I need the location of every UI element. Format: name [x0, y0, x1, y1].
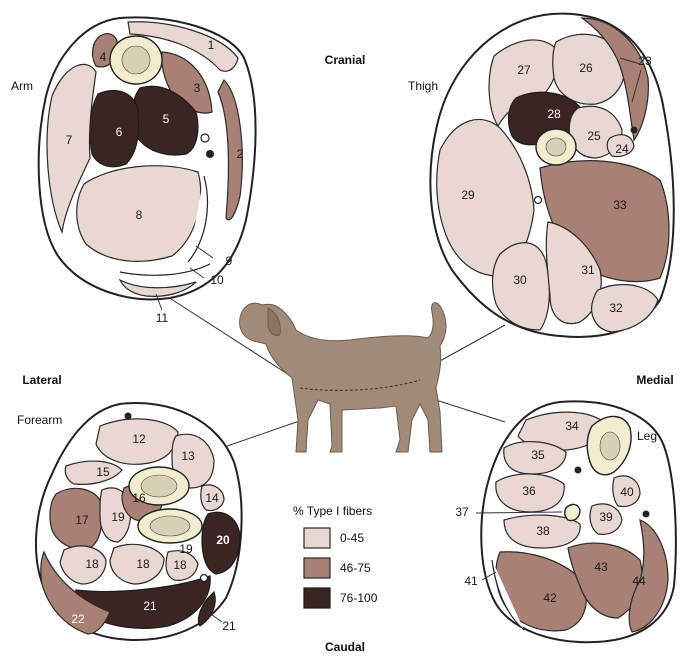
leg-label-44: 44	[632, 574, 646, 588]
arm-vessel	[201, 134, 209, 142]
forearm-label-16: 16	[132, 491, 146, 505]
leg-label-35: 35	[531, 448, 545, 462]
section-label-leg: Leg	[637, 429, 657, 443]
arm-label-4: 4	[100, 50, 107, 64]
forearm-label-12: 12	[132, 432, 146, 446]
section-label-thigh: Thigh	[408, 79, 438, 93]
forearm-label-22: 22	[71, 612, 85, 626]
leg-label-38: 38	[536, 524, 550, 538]
arm-label-7: 7	[66, 133, 73, 147]
legend-label-mid: 46-75	[340, 561, 371, 575]
arm-cross-section: 1 2 3 4 5 6 7 8 9 10 11	[39, 17, 256, 325]
thigh-label-24: 24	[615, 142, 629, 156]
arm-label-10: 10	[210, 273, 224, 287]
forearm-nerve	[201, 575, 208, 582]
thigh-label-29: 29	[461, 188, 475, 202]
leg-label-43: 43	[594, 560, 608, 574]
forearm-label-14: 14	[205, 491, 219, 505]
arm-label-6: 6	[116, 125, 123, 139]
thigh-label-26: 26	[579, 61, 593, 75]
thigh-femur-marrow	[546, 138, 566, 156]
thigh-label-28: 28	[547, 107, 561, 121]
forearm-label-21a: 21	[143, 599, 157, 613]
forearm-label-17: 17	[75, 513, 89, 527]
thigh-label-27: 27	[517, 63, 531, 77]
leg-tibia-marrow	[600, 432, 620, 460]
thigh-label-25: 25	[587, 129, 601, 143]
section-label-arm: Arm	[11, 79, 33, 93]
leg-label-34: 34	[565, 419, 579, 433]
arm-label-8: 8	[136, 208, 143, 222]
leg-nerve	[643, 511, 650, 518]
arm-label-2: 2	[237, 147, 244, 161]
forearm-label-15: 15	[96, 465, 110, 479]
forearm-label-19a: 19	[111, 510, 125, 524]
arm-label-11: 11	[156, 311, 169, 325]
leg-label-41: 41	[464, 574, 478, 588]
forearm-vessel	[125, 413, 132, 420]
thigh-cross-section: 23 24 25 26 27 28 29 30 31 32 33	[430, 14, 673, 337]
forearm-ulna-marrow	[150, 516, 190, 536]
thigh-vessel	[631, 127, 638, 134]
forearm-label-19b: 19	[179, 542, 193, 556]
arm-label-3: 3	[194, 81, 201, 95]
forearm-label-21b: 21	[222, 619, 236, 633]
leg-label-37: 37	[455, 505, 469, 519]
legend-swatch-high	[304, 588, 330, 608]
direction-caudal: Caudal	[325, 640, 365, 654]
leg-label-39: 39	[599, 510, 613, 524]
forearm-label-18c: 18	[173, 558, 187, 572]
arm-humerus-marrow	[122, 46, 150, 74]
thigh-muscle-32	[592, 285, 658, 332]
direction-lateral: Lateral	[22, 373, 61, 387]
arm-label-9: 9	[226, 254, 233, 268]
legend: % Type I fibers 0-45 46-75 76-100	[293, 504, 378, 608]
legend-swatch-mid	[304, 558, 330, 578]
dog-silhouette	[240, 303, 446, 452]
legend-title: % Type I fibers	[293, 504, 372, 518]
forearm-cross-section: 12 13 14 15 16 17 18 18 18 19 19 20 21 2…	[36, 403, 242, 640]
legend-label-low: 0-45	[340, 531, 364, 545]
arm-label-5: 5	[163, 112, 170, 126]
thigh-label-31: 31	[581, 263, 595, 277]
thigh-nerve	[535, 197, 542, 204]
thigh-label-30: 30	[513, 273, 527, 287]
leg-label-40: 40	[620, 485, 634, 499]
leg-label-36: 36	[522, 484, 536, 498]
arm-nerve	[206, 150, 214, 158]
direction-cranial: Cranial	[325, 53, 366, 67]
section-label-forearm: Forearm	[17, 413, 62, 427]
direction-medial: Medial	[636, 373, 673, 387]
thigh-label-23: 23	[638, 54, 652, 68]
forearm-radius-marrow	[141, 475, 177, 497]
thigh-label-33: 33	[613, 198, 627, 212]
legend-label-high: 76-100	[340, 591, 378, 605]
forearm-label-13: 13	[181, 449, 195, 463]
forearm-label-18b: 18	[136, 557, 150, 571]
arm-label-1: 1	[208, 38, 215, 52]
leg-label-42: 42	[543, 591, 557, 605]
leg-vessel	[575, 467, 582, 474]
legend-swatch-low	[304, 528, 330, 548]
leg-fibula-bone	[565, 504, 580, 520]
forearm-label-18a: 18	[85, 557, 99, 571]
arm-muscle-6	[90, 91, 139, 167]
thigh-label-32: 32	[609, 301, 623, 315]
forearm-label-20: 20	[216, 533, 230, 547]
